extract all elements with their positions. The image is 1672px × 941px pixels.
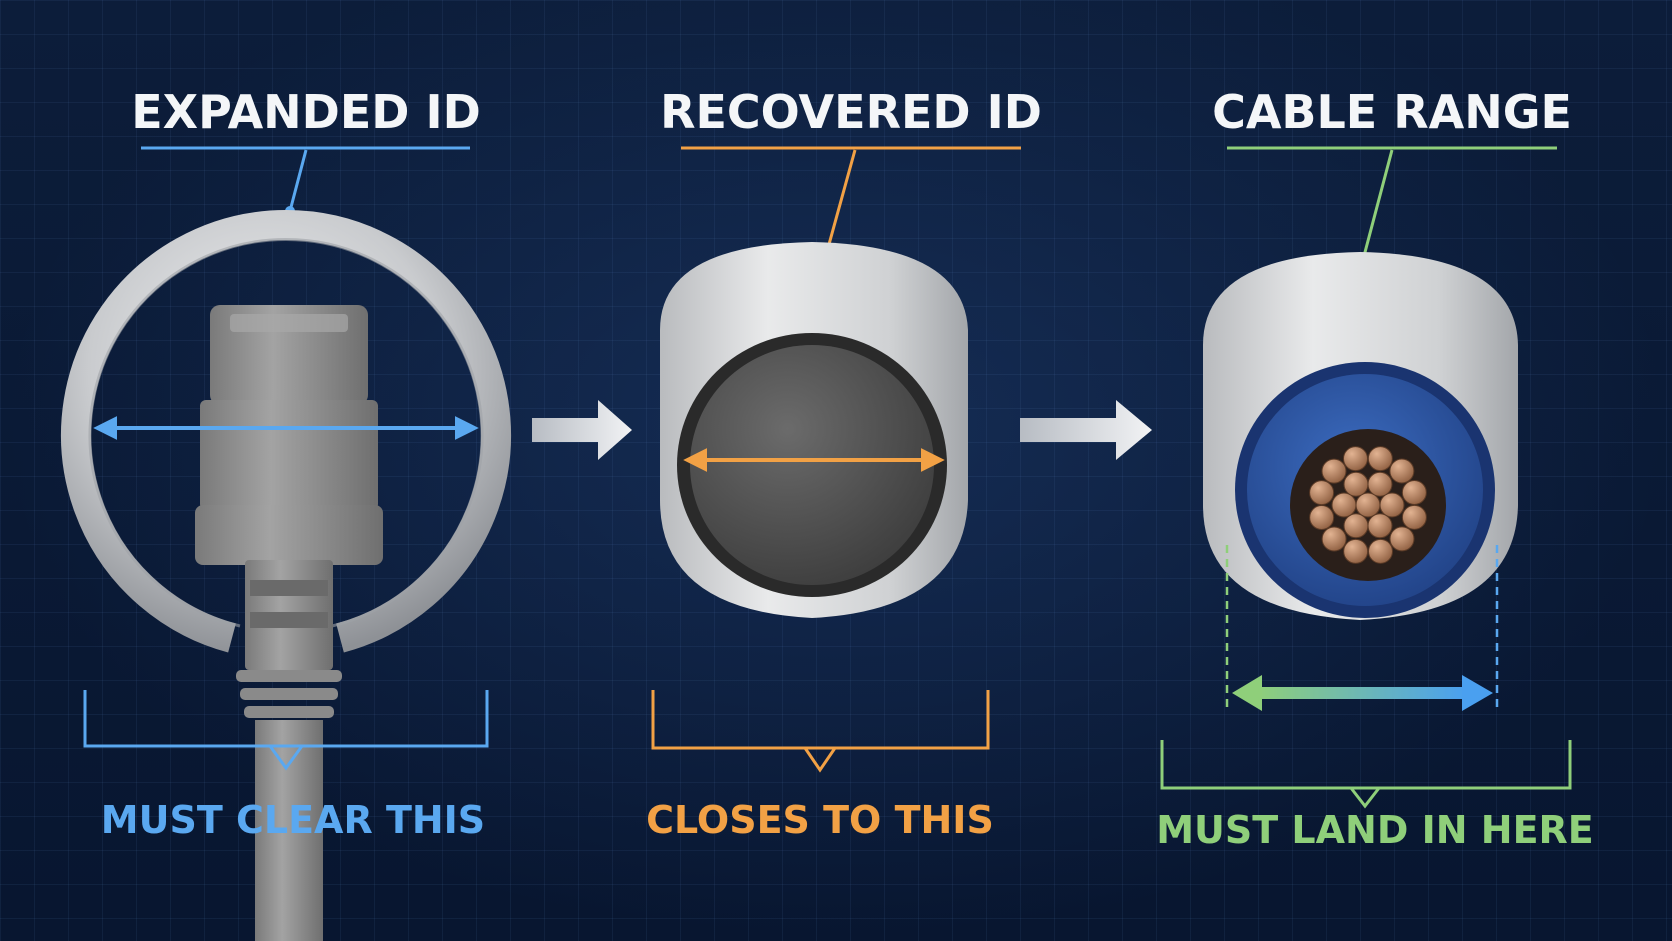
copper-strand	[1367, 513, 1393, 539]
cable-range-caption: MUST LAND IN HERE	[1156, 808, 1594, 852]
expanded-id-bracket-tip	[268, 745, 304, 771]
copper-strand	[1321, 458, 1347, 484]
arrow-right-icon	[1020, 400, 1152, 460]
arrow-right-icon	[532, 400, 632, 460]
recovered-id-bracket-tip	[803, 747, 837, 773]
copper-strand	[1331, 492, 1357, 518]
expanded-id-leader-line	[288, 149, 308, 212]
recovered-id-title: RECOVERED ID	[660, 85, 1042, 139]
copper-strand	[1309, 505, 1335, 531]
expanded-split-ring	[61, 210, 511, 653]
cable-range-bracket	[1160, 740, 1572, 790]
recovered-sleeve	[660, 242, 968, 618]
copper-strand	[1379, 492, 1405, 518]
panel-expanded-id: EXPANDED ID	[61, 85, 511, 941]
copper-strand	[1309, 480, 1335, 506]
copper-strand	[1343, 538, 1369, 564]
copper-strand	[1389, 526, 1415, 552]
panel-cable-range: CABLE RANGE MUST LAND IN HERE	[1156, 85, 1594, 852]
recovered-id-caption: CLOSES TO THIS	[646, 798, 994, 842]
panel-recovered-id: RECOVERED ID CLOSES TO THIS	[646, 85, 1042, 842]
copper-strand	[1342, 446, 1368, 472]
expanded-id-bracket	[83, 690, 489, 748]
plug-connector	[195, 305, 383, 718]
copper-strand	[1367, 471, 1393, 497]
recovered-id-bracket	[651, 690, 990, 750]
cable	[255, 720, 323, 941]
copper-strand	[1355, 492, 1381, 518]
cable-range-bracket-tip	[1349, 787, 1381, 809]
copper-strand	[1389, 458, 1415, 484]
copper-strand	[1321, 526, 1347, 552]
copper-strands	[1309, 446, 1427, 564]
copper-strand	[1401, 504, 1427, 530]
expanded-id-caption: MUST CLEAR THIS	[101, 798, 485, 842]
cable-range-title: CABLE RANGE	[1212, 85, 1572, 139]
cable-sleeve	[1203, 252, 1518, 620]
copper-strand	[1343, 471, 1369, 497]
copper-strand	[1401, 479, 1427, 505]
copper-strand	[1367, 446, 1393, 472]
expanded-id-title: EXPANDED ID	[131, 85, 481, 139]
copper-strand	[1368, 538, 1394, 564]
cable-range-dimension-arrow	[1232, 675, 1493, 711]
copper-strand	[1343, 513, 1369, 539]
